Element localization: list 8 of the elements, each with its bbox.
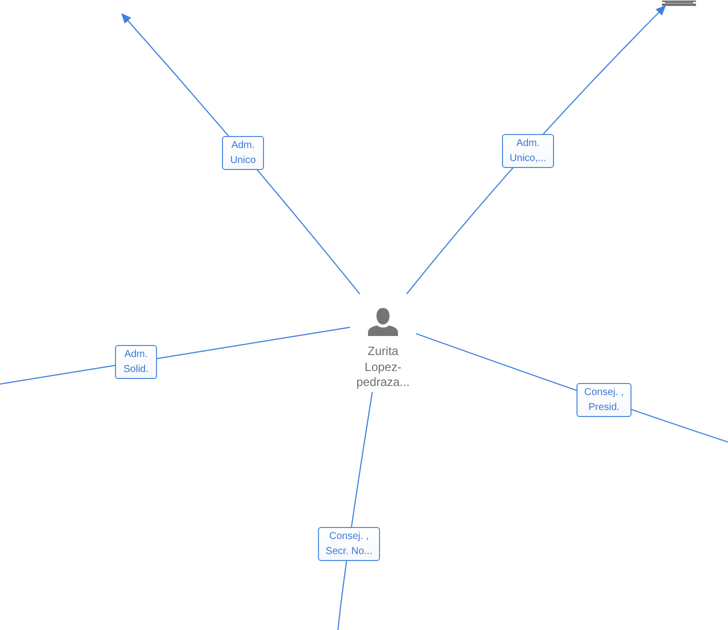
person-name: Zurita Lopez-pedraza... xyxy=(355,344,411,390)
edge-label: Consej. , Presid. xyxy=(576,383,632,417)
edge-label: Adm. Unico xyxy=(222,136,264,170)
edge-label: Adm. Unico,... xyxy=(502,134,554,168)
edge-label: Adm. Solid. xyxy=(115,345,157,379)
arrow xyxy=(121,13,360,294)
building-icon xyxy=(662,0,696,6)
edge-label: Consej. , Secr. No... xyxy=(318,527,380,561)
